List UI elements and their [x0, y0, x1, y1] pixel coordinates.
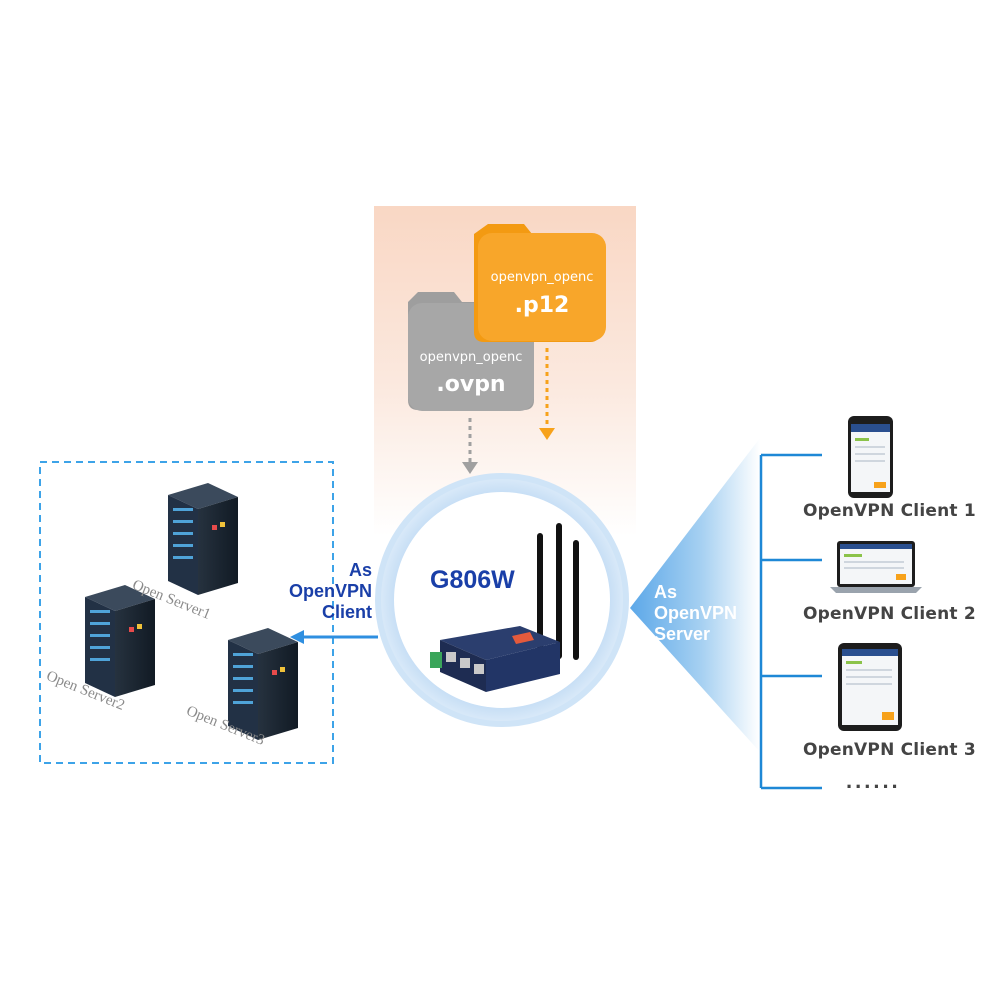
client-label-1: OpenVPN Client 1	[803, 501, 976, 521]
p12-extension: .p12	[514, 293, 570, 318]
servers-group	[39, 461, 334, 764]
client-role-label: As OpenVPN Client	[262, 560, 372, 623]
tablet-icon	[838, 643, 902, 731]
client-role-line-1: As	[348, 560, 372, 580]
client-role-line-2: OpenVPN	[288, 581, 372, 601]
ovpn-extension: .ovpn	[436, 372, 506, 397]
device-name: G806W	[430, 566, 515, 594]
server-role-line-3: Server	[654, 624, 711, 644]
phone-icon	[848, 416, 893, 498]
p12-filename: openvpn_openc	[490, 270, 594, 285]
p12-file-icon	[474, 224, 606, 342]
ovpn-filename: openvpn_openc	[419, 350, 523, 365]
client-label-3: OpenVPN Client 3	[803, 740, 976, 760]
router-device	[430, 523, 579, 692]
server-rack-2	[85, 585, 155, 697]
client-tree	[759, 453, 822, 790]
server-rack-1	[168, 483, 238, 595]
server-role-line-1: As	[654, 582, 678, 602]
more-clients-ellipsis: ......	[846, 768, 901, 793]
server-role-label: As OpenVPN Server	[654, 582, 764, 645]
server-role-line-2: OpenVPN	[654, 603, 738, 623]
server-rack-3	[228, 628, 298, 740]
laptop-icon	[830, 541, 922, 593]
client-label-2: OpenVPN Client 2	[803, 604, 976, 624]
client-role-line-3: Client	[321, 602, 372, 622]
server-cone	[630, 438, 760, 752]
